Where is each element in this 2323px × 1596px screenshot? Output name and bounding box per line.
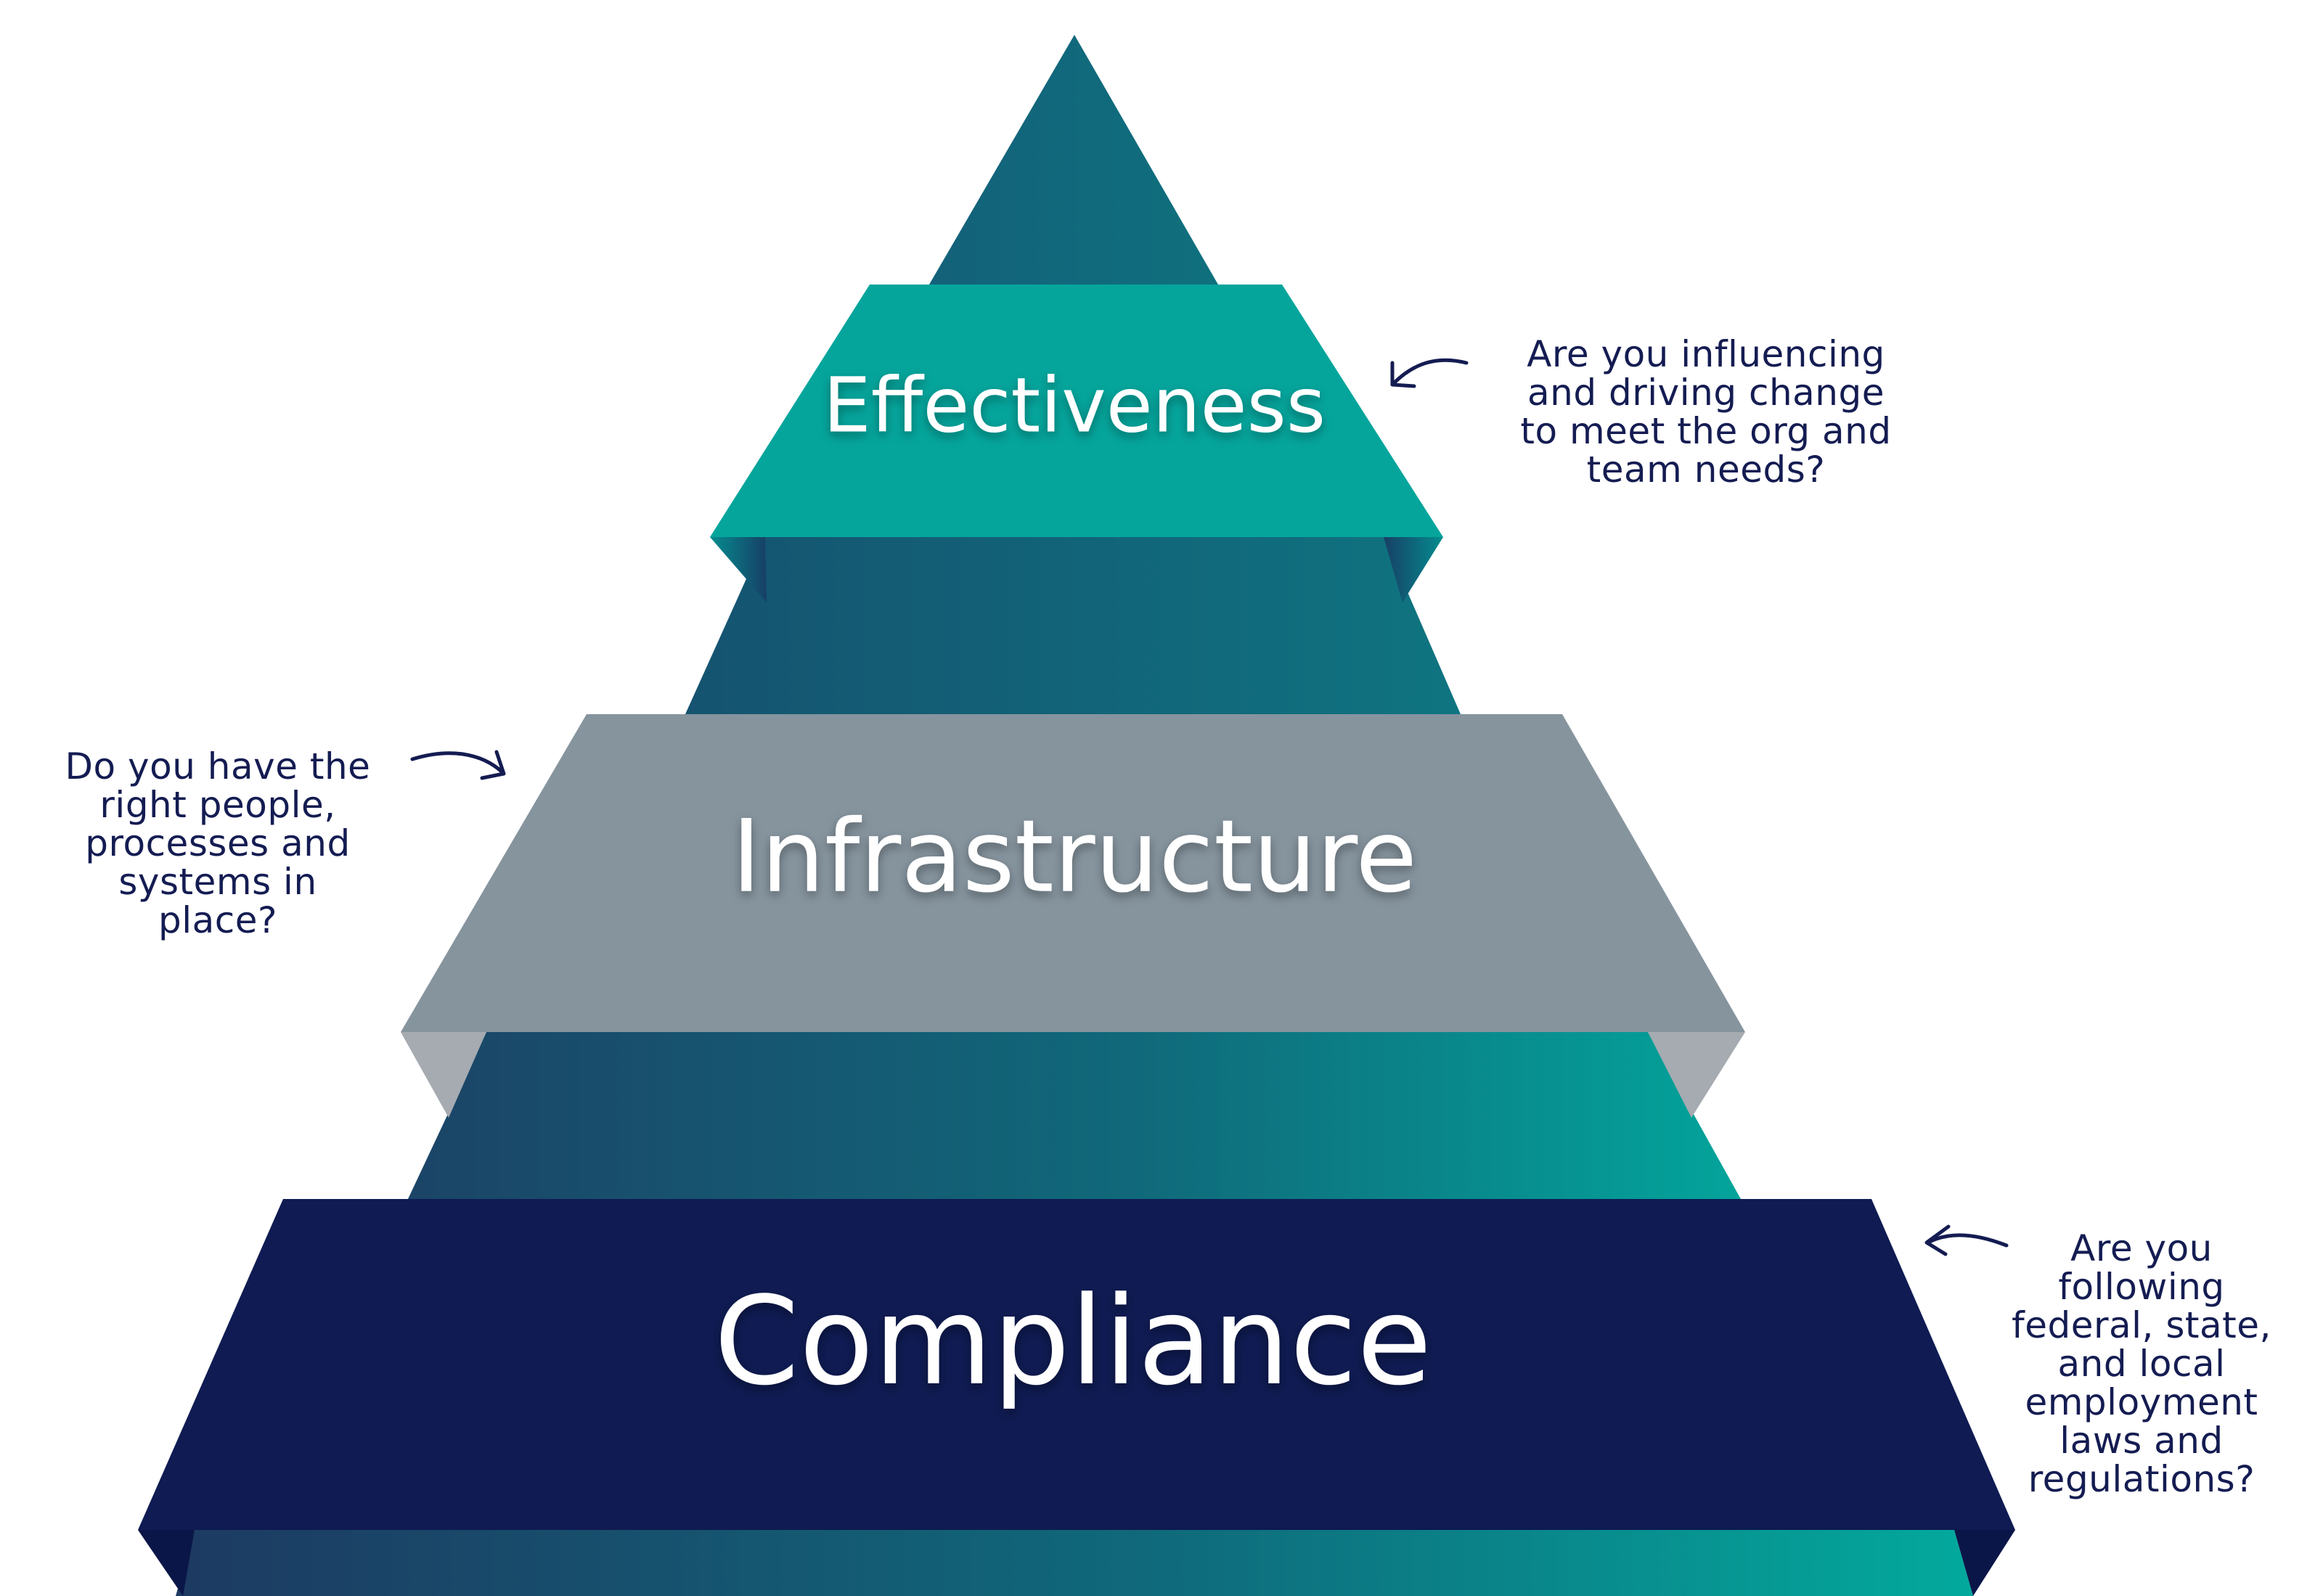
compliance-note-line: federal, state, [2012,1304,2271,1346]
compliance-note-line: employment [2025,1381,2258,1423]
infrastructure-note-line: processes and [85,822,351,864]
compliance-note-line: and local [2057,1343,2226,1385]
effectiveness-note-line: to meet the org and [1520,410,1892,452]
infrastructure-fold-left [401,1032,486,1118]
effectiveness-note-line: and driving change [1527,372,1885,414]
compliance-fold-right [1954,1530,2015,1596]
infrastructure-note-line: place? [158,899,278,941]
effectiveness-label: Effectiveness [823,361,1326,449]
effectiveness-note-line: team needs? [1586,449,1826,491]
pyramid-segment-upper [685,537,1461,714]
effectiveness-note-line: Are you influencing [1527,333,1885,375]
pyramid-segment-lower [408,1032,1741,1199]
compliance-band [138,1199,2015,1530]
effectiveness-fold-left [710,537,767,602]
pyramid-apex [929,35,1218,285]
arrow-icon-compliance [1924,1224,2009,1256]
effectiveness-band [710,285,1443,537]
compliance-note: Are you following federal, state, and lo… [1989,1229,2294,1499]
infrastructure-note-line: right people, [99,784,336,826]
compliance-label: Compliance [714,1270,1432,1412]
compliance-fold-left [138,1530,195,1596]
pyramid-segment-base [176,1530,1973,1596]
effectiveness-fold-right [1384,537,1443,602]
infrastructure-band [401,714,1745,1032]
infrastructure-label: Infrastructure [732,798,1417,915]
compliance-note-line: following [2058,1266,2225,1308]
effectiveness-note: Are you influencing and driving change t… [1481,335,1931,489]
infrastructure-note-line: systems in [118,861,317,903]
arrow-icon-infrastructure [410,750,506,780]
compliance-note-line: Are you [2070,1227,2213,1269]
arrow-icon-effectiveness [1390,358,1469,388]
infrastructure-note-line: Do you have the [65,745,371,787]
infrastructure-fold-right [1648,1032,1745,1118]
compliance-note-line: regulations? [2028,1458,2255,1500]
compliance-note-line: laws and [2059,1420,2224,1462]
infrastructure-note: Do you have the right people, processes … [29,748,407,940]
